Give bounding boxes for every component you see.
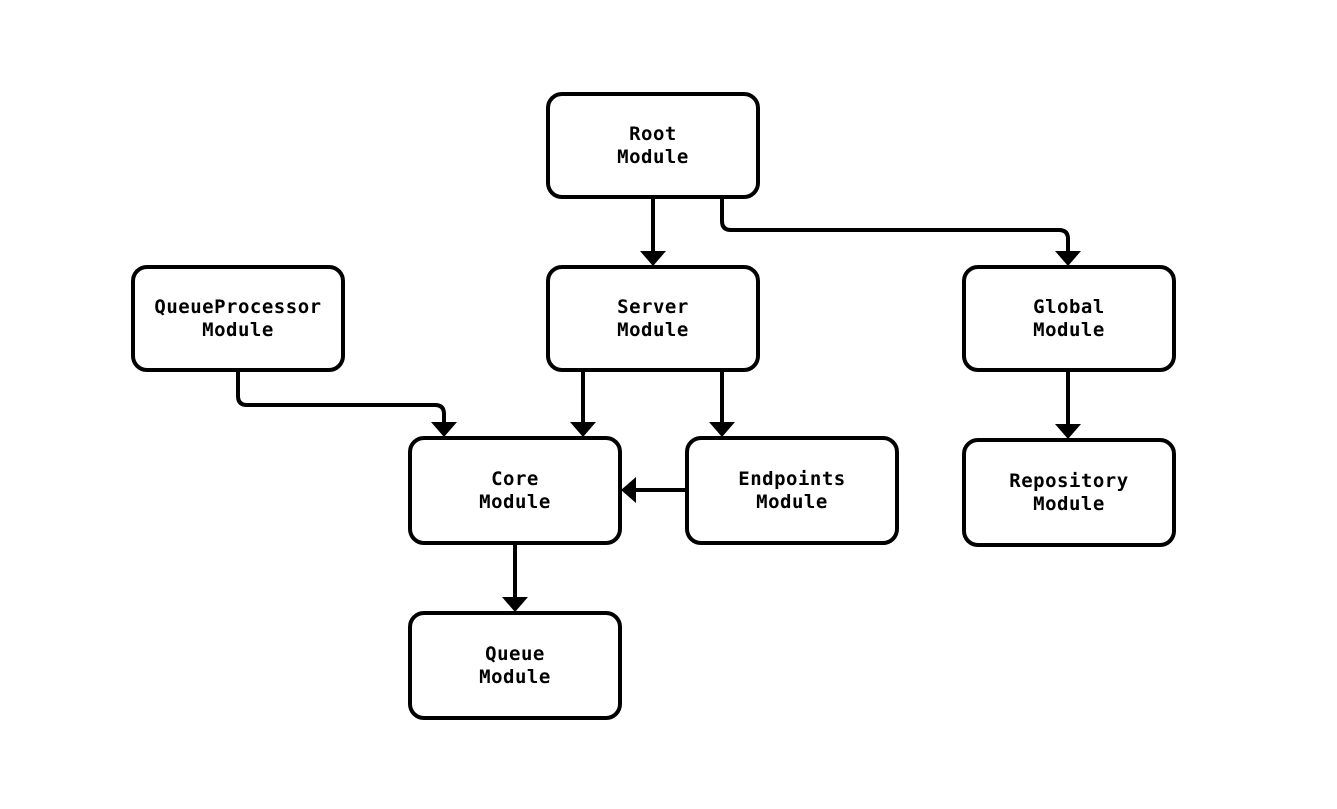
edge-endpoints-to-core [621, 477, 687, 503]
edge-arrowhead-icon [640, 251, 666, 266]
node-label-kind: Module [202, 319, 274, 341]
node-label-kind: Module [479, 666, 551, 688]
node-label-name: Endpoints [738, 468, 845, 490]
node-box[interactable] [962, 438, 1176, 547]
edge-global-to-repository [1055, 370, 1081, 439]
node-label-name: Root [629, 123, 677, 145]
node-box[interactable] [131, 265, 345, 372]
nodes-layer: RootModuleQueueProcessorModuleServerModu… [131, 92, 1176, 720]
edge-arrowhead-icon [1055, 251, 1081, 266]
node-label-kind: Module [1033, 493, 1105, 515]
node-label-name: Repository [1009, 470, 1128, 492]
edges-layer [236, 197, 1081, 612]
edge-arrowhead-icon [621, 477, 636, 503]
edge-root-to-server [640, 197, 666, 266]
node-label-name: QueueProcessor [154, 296, 321, 318]
node-label-kind: Module [1033, 319, 1105, 341]
edge-arrowhead-icon [570, 422, 596, 437]
node-label-kind: Module [756, 491, 828, 513]
node-box[interactable] [546, 92, 760, 199]
node-box[interactable] [962, 265, 1176, 372]
node-box[interactable] [546, 265, 760, 372]
node-label-kind: Module [617, 146, 689, 168]
edge-arrowhead-icon [431, 422, 457, 437]
node-label-kind: Module [479, 491, 551, 513]
node-label-name: Server [617, 296, 689, 318]
edge-arrowhead-icon [709, 422, 735, 437]
edge-arrowhead-icon [502, 597, 528, 612]
node-box[interactable] [408, 611, 622, 720]
node-label-name: Global [1033, 296, 1105, 318]
edge-server-to-endpoints [709, 370, 735, 437]
edge-line [720, 197, 1070, 253]
edge-core-to-queue [502, 543, 528, 612]
edge-root-to-global [720, 197, 1081, 266]
node-label-kind: Module [617, 319, 689, 341]
edge-queueprocessor-to-core [236, 370, 457, 437]
node-label-name: Core [491, 468, 539, 490]
node-box[interactable] [408, 436, 622, 545]
edge-server-to-core [570, 370, 596, 437]
edge-line [236, 370, 446, 424]
node-box[interactable] [685, 436, 899, 545]
node-label-name: Queue [485, 643, 545, 665]
edge-arrowhead-icon [1055, 424, 1081, 439]
